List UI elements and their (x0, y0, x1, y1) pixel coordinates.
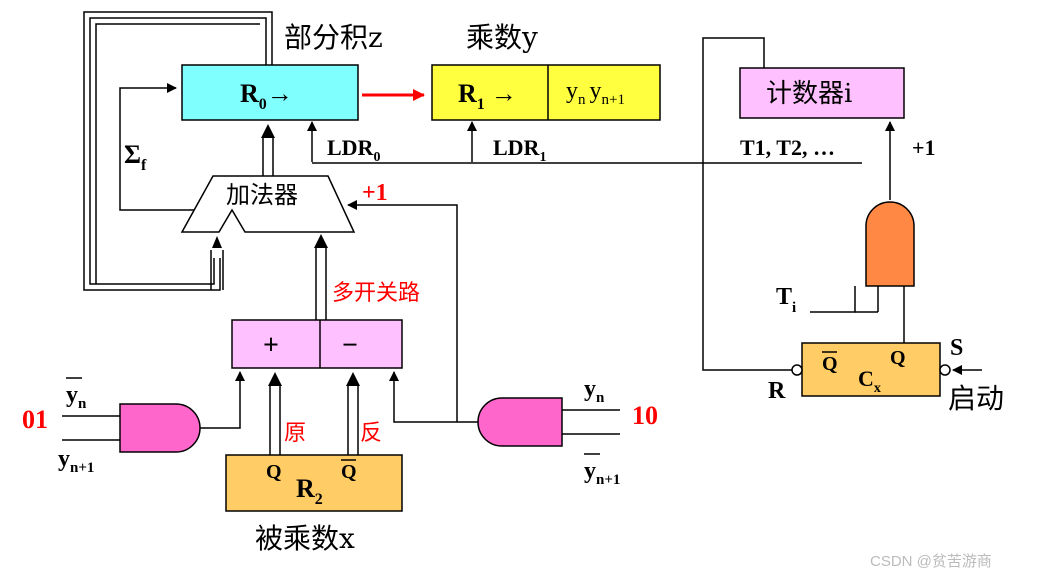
counter-plus-one: +1 (912, 135, 936, 160)
r2-register (225, 454, 403, 512)
adder-block (180, 175, 356, 233)
adder-label: 加法器 (226, 181, 298, 209)
fan-label: 反 (360, 421, 382, 446)
cx-reset-bubble (791, 364, 803, 376)
r2-q: Q (266, 461, 282, 483)
mux-label: 多开关路 (332, 281, 420, 306)
right-gate-to-minus (389, 371, 478, 423)
r2-qbar: Q (341, 461, 357, 483)
multiplicand-label: 被乘数x (255, 522, 355, 555)
counter-reset-wire (702, 37, 794, 371)
r0-register (181, 64, 359, 121)
multiplier-label: 乘数y (466, 21, 538, 54)
ldr1-label: LDR1 (493, 135, 546, 165)
r2-label: R2 (296, 474, 323, 508)
right-in1: yn (584, 376, 605, 406)
left-code: 01 (22, 405, 48, 434)
adder-plus-one: +1 (362, 180, 388, 206)
cx-set-bubble (939, 364, 951, 376)
sigma-loop (119, 83, 195, 211)
cx-q: Q (890, 347, 906, 369)
ti-label: Ti (776, 284, 796, 316)
counter-register (739, 67, 905, 119)
right-and-gate (477, 397, 563, 447)
r1-label: R1→ (458, 79, 517, 113)
partial-product-label: 部分积z (284, 21, 383, 54)
cx-s: S (950, 335, 963, 361)
mux-minus: − (342, 330, 358, 361)
counter-label: 计数器i (766, 79, 852, 109)
r0-feedback-outer (83, 11, 273, 291)
cx-qbar: Q (822, 353, 838, 375)
mux-block (231, 319, 403, 369)
r1-register (431, 64, 661, 121)
timing-label: T1, T2, … (740, 135, 835, 160)
right-code: 10 (632, 401, 658, 430)
plus-one-wire (347, 200, 458, 422)
cx-label: Cx (858, 366, 881, 396)
mux-plus: + (263, 330, 279, 361)
r0-feedback-inner (89, 17, 267, 285)
orange-gate (865, 201, 915, 287)
left-and-gate (119, 403, 201, 453)
right-in2: yn+1 (584, 458, 620, 488)
r0-label: R0→ (240, 79, 293, 113)
left-in1: yn (66, 382, 87, 412)
sigma-f-label: Σf (124, 140, 147, 174)
yuan-label: 原 (284, 421, 306, 446)
left-gate-to-plus (200, 371, 245, 429)
ldr0-label: LDR0 (327, 135, 380, 165)
cx-r: R (768, 378, 786, 404)
start-label: 启动 (948, 382, 1004, 415)
watermark: CSDN @贫苦游商 (870, 553, 992, 570)
left-in2: yn+1 (58, 446, 94, 476)
